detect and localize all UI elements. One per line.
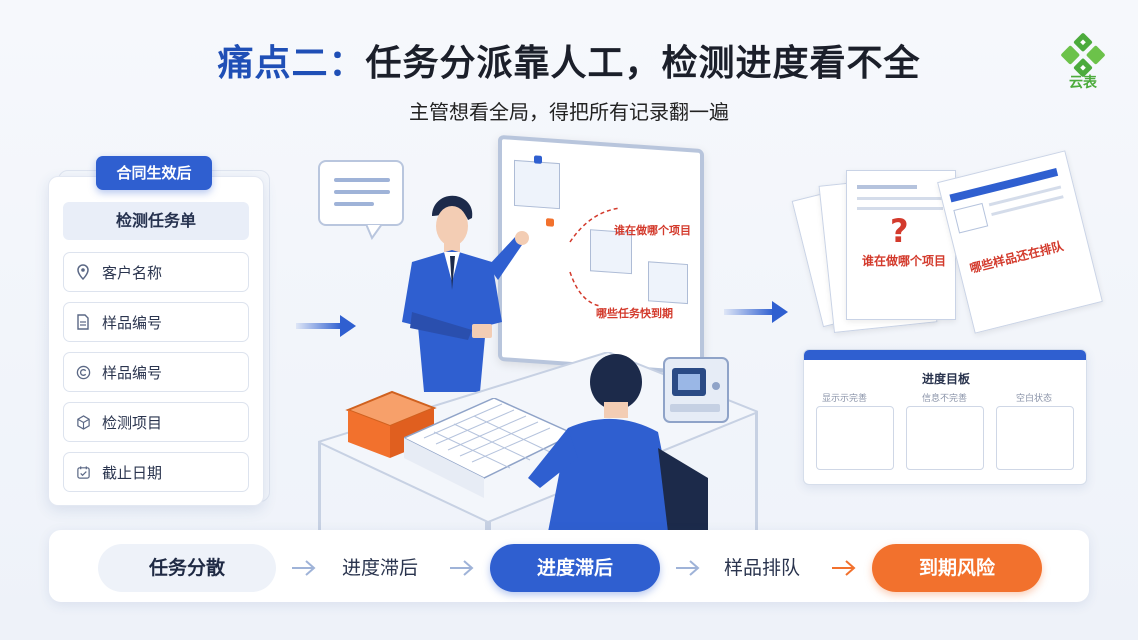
sticky-note-icon [648,261,688,305]
form-row-sample-no[interactable]: 样品编号 [63,302,249,342]
cube-icon [64,414,102,430]
doc-question-text: 谁在做哪个项目 [862,254,947,268]
form-row-test-item[interactable]: 检测项目 [63,402,249,442]
flow-arrow-icon [450,560,474,576]
arrow-right-icon [296,315,356,337]
progress-board: 进度目板 显示示完善 信息不完善 空白状态 [803,349,1087,485]
flow-arrow-icon [676,560,700,576]
flow-arrow-orange-icon [832,560,856,576]
task-form-header: 检测任务单 [63,202,249,240]
arrow-right-icon [724,301,788,323]
progress-empty-box [906,406,984,470]
form-row-deadline[interactable]: 截止日期 [63,452,249,492]
flow-step-sample-queue: 样品排队 [724,557,801,579]
flow-arrow-icon [292,560,316,576]
progress-empty-box [996,406,1074,470]
board-question-2: 哪些任务快到期 [596,307,673,320]
testing-instrument-icon [663,357,729,423]
progress-board-title: 进度目板 [921,372,970,386]
page-subtitle: 主管想看全局，得把所有记录翻一遍 [409,100,729,124]
title-rest: 任务分派靠人工，检测进度看不全 [365,43,921,84]
board-question-1: 谁在做哪个项目 [614,224,691,237]
flow-step-progress-delay: 进度滞后 [342,557,419,579]
form-row-label: 截止日期 [102,463,163,482]
location-pin-icon [64,264,102,280]
flow-step-progress-delay-active[interactable]: 进度滞后 [490,544,660,592]
calendar-icon [64,465,102,480]
manager-figure-icon [402,195,529,392]
speech-bubble-tail-icon [366,224,384,240]
document-page-icon: 哪些样品还在排队 [937,150,1103,334]
flow-step-task-scatter[interactable]: 任务分散 [98,544,276,592]
document-page-icon [846,170,956,320]
title-highlight: 痛点二： [217,43,366,84]
orange-box-icon [345,390,437,458]
page-title: 痛点二：任务分派靠人工，检测进度看不全 [0,34,1138,86]
question-mark-icon: ? [890,212,909,250]
progress-col-label: 空白状态 [1016,394,1053,404]
progress-board-header [804,350,1086,360]
brand-logo-text: 云表 [1069,75,1097,91]
doc-queue-text: 哪些样品还在排队 [968,238,1065,276]
form-row-label: 样品编号 [102,313,163,332]
form-row-label: 检测项目 [102,413,163,432]
flow-step-due-risk[interactable]: 到期风险 [872,544,1042,592]
document-icon [64,314,102,330]
progress-col-label: 显示示完善 [822,394,868,404]
form-row-label: 客户名称 [102,263,163,282]
copyright-circle-icon [64,365,102,380]
contract-effective-badge: 合同生效后 [96,156,212,190]
brand-logo-icon [1061,33,1105,77]
form-row-sample-no-2[interactable]: 样品编号 [63,352,249,392]
speech-bubble-icon [318,160,404,226]
dashed-arrows-icon [569,207,621,307]
form-row-label: 样品编号 [102,363,163,382]
progress-empty-box [816,406,894,470]
progress-col-label: 信息不完善 [922,394,968,404]
staff-figure-icon [528,354,708,532]
form-row-customer[interactable]: 客户名称 [63,252,249,292]
